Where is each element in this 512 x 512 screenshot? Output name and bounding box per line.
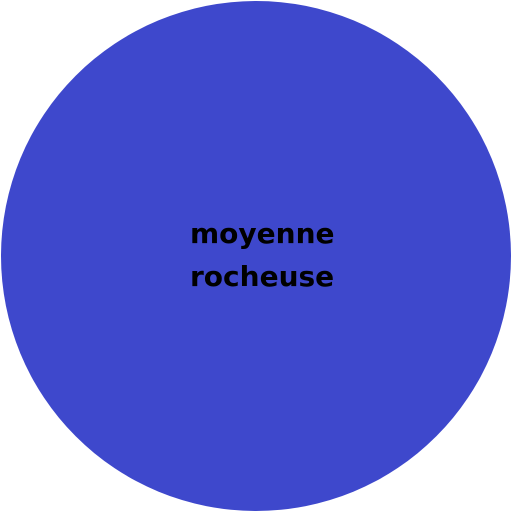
disc-label-line-1: moyenne	[190, 217, 335, 250]
disc-label: moyenne rocheuse	[190, 212, 335, 298]
disc-label-line-2: rocheuse	[190, 260, 335, 293]
